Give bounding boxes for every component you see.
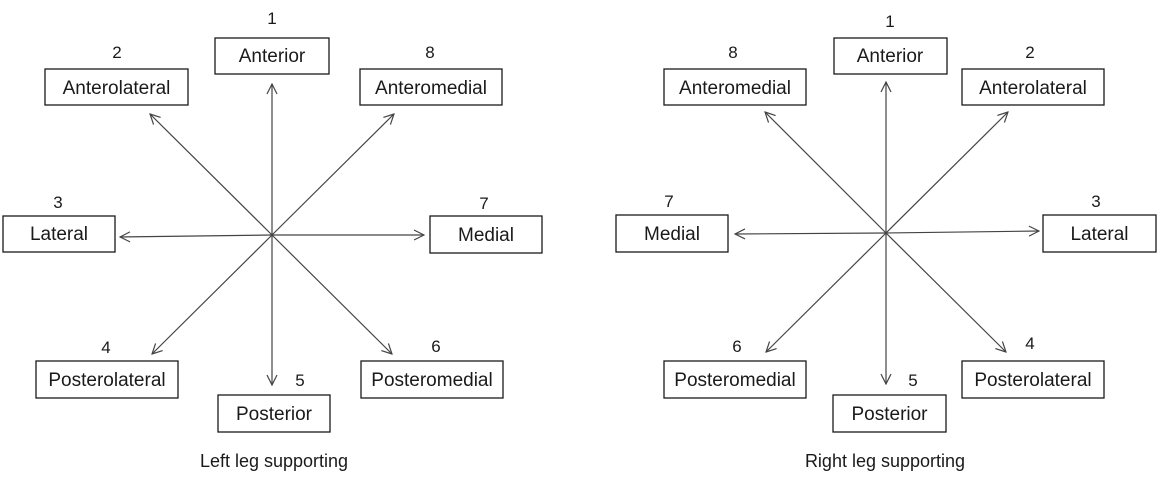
number-lateral: 3 — [1091, 192, 1100, 211]
number-anteromedial: 8 — [728, 43, 737, 62]
label-anteromedial: Anteromedial — [679, 78, 791, 99]
number-anterior: 1 — [267, 9, 276, 28]
arrow-anteromedial — [765, 112, 887, 234]
number-lateral: 3 — [53, 193, 62, 212]
caption-right: Right leg supporting — [805, 451, 965, 471]
left-leg-diagram: Anterior 1 Anterolateral 2 Anteromedial … — [2, 9, 543, 471]
label-posterior: Posterior — [236, 404, 313, 425]
number-posteromedial: 6 — [431, 337, 440, 356]
label-posteromedial: Posteromedial — [371, 370, 492, 391]
number-posterior: 5 — [295, 371, 304, 390]
box-posteromedial: Posteromedial — [663, 360, 807, 399]
label-lateral: Lateral — [30, 224, 88, 245]
box-anterior: Anterior — [833, 37, 948, 75]
arrow-posteromedial — [271, 234, 392, 354]
arrow-lateral — [120, 235, 273, 237]
box-anterolateral: Anterolateral — [44, 68, 189, 106]
box-posteromedial: Posteromedial — [360, 360, 504, 399]
number-posterolateral: 4 — [101, 338, 110, 357]
number-medial: 7 — [479, 194, 488, 213]
arrow-lateral — [885, 231, 1039, 233]
arrow-posterolateral — [152, 234, 273, 354]
box-lateral: Lateral — [1042, 214, 1157, 253]
label-anterior: Anterior — [239, 46, 306, 67]
number-anterolateral: 2 — [1025, 43, 1034, 62]
box-anteromedial: Anteromedial — [663, 68, 807, 106]
number-anteromedial: 8 — [425, 43, 434, 62]
label-anterolateral: Anterolateral — [979, 78, 1087, 99]
box-anterolateral: Anterolateral — [961, 68, 1105, 106]
box-posterior: Posterior — [832, 394, 947, 433]
box-posterior: Posterior — [217, 394, 331, 433]
box-posterolateral: Posterolateral — [961, 360, 1105, 399]
box-lateral: Lateral — [2, 215, 116, 253]
label-anterolateral: Anterolateral — [63, 78, 171, 99]
arrow-posteromedial — [766, 232, 887, 352]
label-posterolateral: Posterolateral — [48, 370, 165, 391]
label-posterolateral: Posterolateral — [974, 370, 1091, 391]
arrow-anterolateral — [885, 112, 1008, 234]
arrow-anterolateral — [150, 114, 273, 236]
box-posterolateral: Posterolateral — [35, 360, 179, 399]
number-posteromedial: 6 — [732, 337, 741, 356]
arrow-medial — [735, 233, 887, 234]
right-leg-diagram: Anterior 1 Anteromedial 8 Anterolateral … — [615, 12, 1157, 471]
label-anteromedial: Anteromedial — [375, 78, 487, 99]
label-posteromedial: Posteromedial — [674, 370, 795, 391]
number-posterior: 5 — [908, 371, 917, 390]
number-anterolateral: 2 — [112, 43, 121, 62]
label-medial: Medial — [458, 225, 514, 246]
caption-left: Left leg supporting — [200, 451, 348, 471]
label-lateral: Lateral — [1070, 224, 1128, 245]
label-posterior: Posterior — [851, 404, 928, 425]
label-medial: Medial — [644, 224, 700, 245]
box-anteromedial: Anteromedial — [359, 68, 503, 106]
arrow-anteromedial — [271, 114, 394, 236]
box-medial: Medial — [615, 214, 729, 253]
number-medial: 7 — [664, 192, 673, 211]
number-anterior: 1 — [885, 12, 894, 31]
label-anterior: Anterior — [857, 46, 924, 67]
arrow-posterolateral — [885, 232, 1006, 352]
box-anterior: Anterior — [214, 37, 330, 75]
box-medial: Medial — [429, 215, 543, 254]
number-posterolateral: 4 — [1025, 334, 1034, 353]
